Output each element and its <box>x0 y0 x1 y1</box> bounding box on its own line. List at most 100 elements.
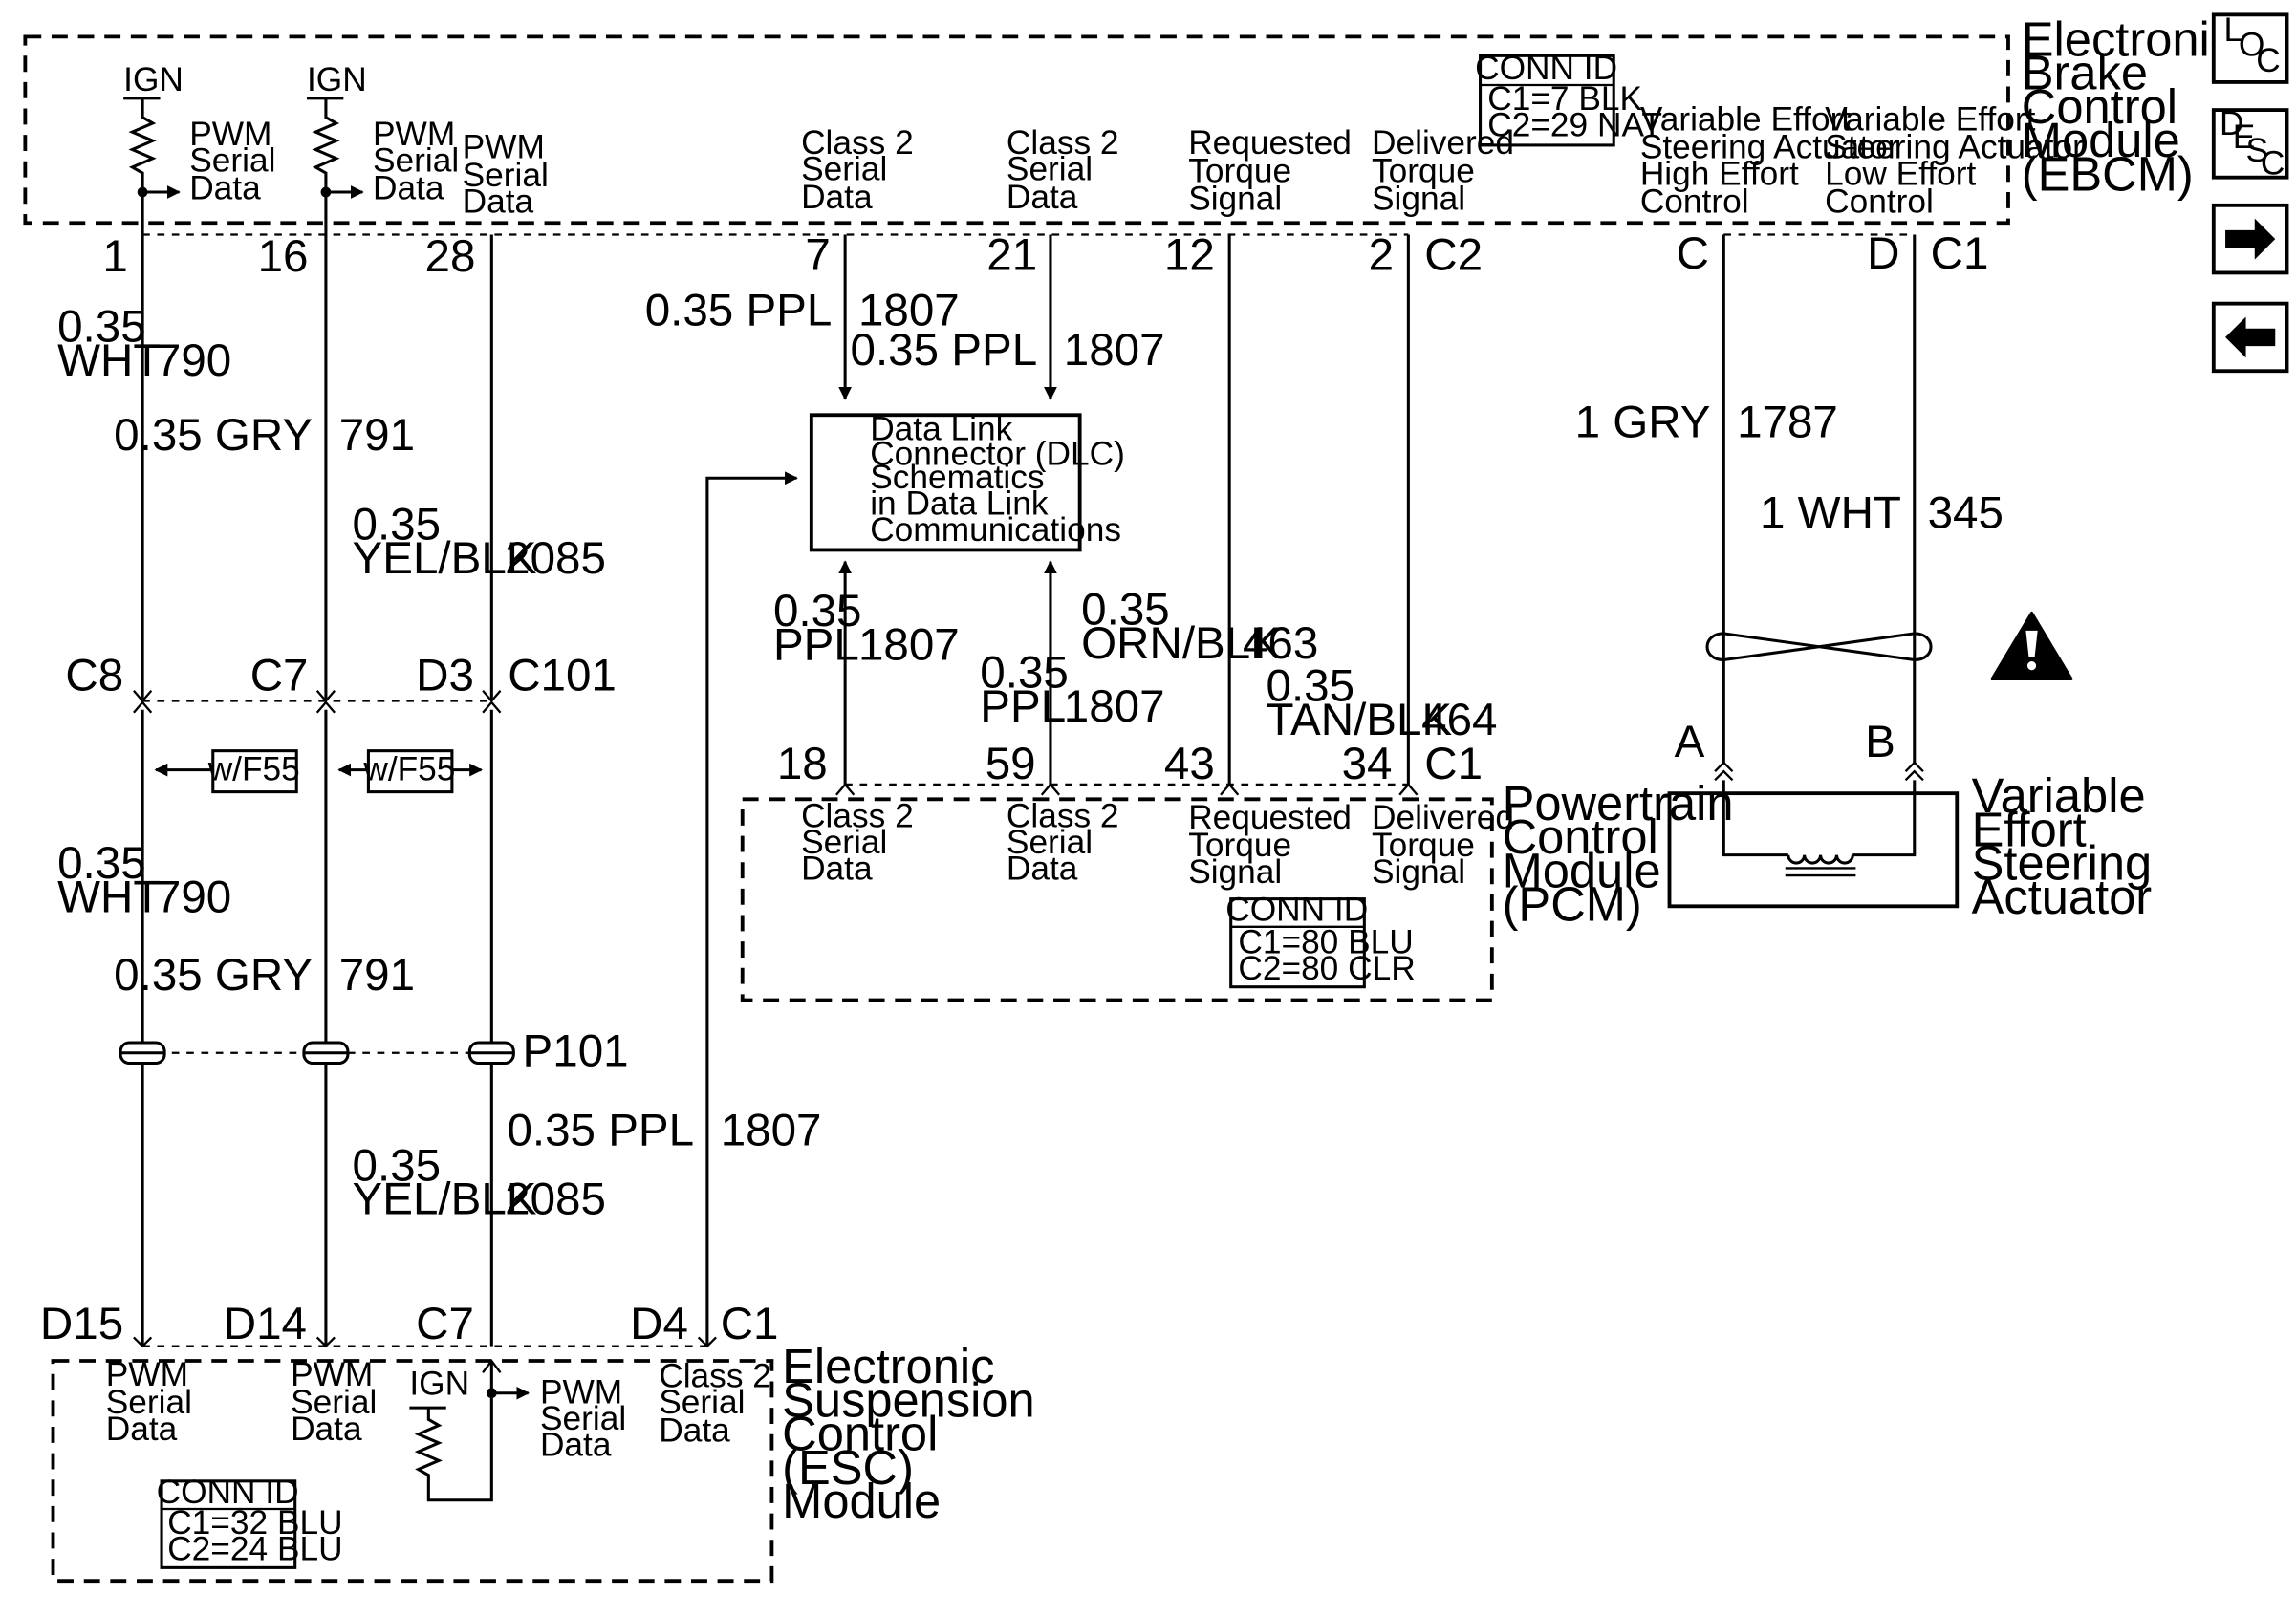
pin-number: D <box>1867 228 1899 279</box>
esc-title-line: Control <box>782 1407 938 1461</box>
pin-number: 28 <box>425 231 476 282</box>
wire-1787: 1 GRY 1787 <box>1575 234 1838 763</box>
actuator-title-line: Actuator <box>1972 870 2153 924</box>
conn-id-line: C2=80 CLR <box>1238 950 1415 987</box>
next-button[interactable] <box>2211 203 2289 275</box>
ebcm-title-line: Brake <box>2022 46 2148 100</box>
pin-label: Data <box>106 1411 178 1448</box>
desc-button[interactable]: D E S C <box>2211 105 2289 183</box>
wire-circuit: 1807 <box>858 286 960 336</box>
ebcm-conn-id: CONN ID C1=7 BLK C2=29 NAT <box>1475 50 1662 147</box>
wire-circuit: 1807 <box>1064 681 1165 732</box>
wire-label: 0.35 GRY <box>114 410 313 461</box>
wire-463: 0.35 ORN/BLK 463 <box>1081 234 1318 785</box>
wire-size: 0.35 <box>1267 660 1355 711</box>
wire-1807-esc: 0.35 PPL 1807 <box>507 471 821 1347</box>
pin-number: 12 <box>1164 229 1215 280</box>
wire-label: 1 GRY <box>1575 397 1711 447</box>
conn-id-line: C2=29 NAT <box>1487 107 1662 144</box>
wire-color: PPL <box>980 681 1066 732</box>
pin-number: D4 <box>630 1299 688 1349</box>
pin-label: High Effort <box>1640 155 1799 192</box>
pin-number: 18 <box>777 739 828 789</box>
conn-id-line: C1=80 BLU <box>1238 923 1413 960</box>
pin-number: D14 <box>224 1299 307 1349</box>
pin-label: Serial <box>373 142 459 180</box>
pcm-title-line: (PCM) <box>1503 877 1642 932</box>
pin-label: Data <box>801 851 873 888</box>
pin-label: PWM <box>189 116 271 153</box>
loc-button[interactable]: L O C <box>2211 11 2289 84</box>
wire-color: PPL <box>773 620 859 671</box>
conn-id-header: CONN ID <box>157 1474 299 1511</box>
pin-label: Requested <box>1188 799 1352 836</box>
wire-2085: 0.35 YEL/BLK 2085 0.35 YEL/BLK 2085 <box>353 234 606 1347</box>
esc-title-line: Electronic <box>782 1339 994 1393</box>
connector-pin: D3 <box>416 651 474 701</box>
pin-label: Delivered <box>1372 799 1514 836</box>
wire-circuit: 2085 <box>505 1174 606 1225</box>
dlc-box: Data Link Connector (DLC) Schematics in … <box>809 410 1125 552</box>
pin-label: Serial <box>801 824 887 861</box>
pin-number: B <box>1865 717 1895 767</box>
connector-id: C101 <box>508 651 617 701</box>
wire-size: 0.35 <box>57 302 146 353</box>
esc-ign-circuit: IGN <box>409 1359 531 1502</box>
option-tag-2: w/F55 <box>337 749 483 794</box>
arrow-left-icon <box>2225 316 2276 358</box>
pin-label: Torque <box>1372 827 1475 864</box>
pin-label: Signal <box>1372 180 1465 217</box>
desc-letter: S <box>2246 132 2269 169</box>
pcm-conn-id: CONN ID C1=80 BLU C2=80 CLR <box>1225 892 1416 989</box>
pin-label: Signal <box>1188 180 1282 217</box>
ebcm-pin-28-label: PWM Serial Data <box>463 129 549 221</box>
connector-pin: C7 <box>250 651 309 701</box>
pin-label: Data <box>659 1411 730 1449</box>
pcm-box <box>740 797 1494 1002</box>
wire-circuit: 791 <box>339 410 415 461</box>
ebcm-title-line: Electronic <box>2022 11 2234 66</box>
esc-title-line: (ESC) <box>782 1440 914 1495</box>
dlc-line: Schematics <box>870 459 1044 496</box>
conn-id-header: CONN ID <box>1225 892 1368 929</box>
wire-size: 0.35 <box>773 586 862 636</box>
pin-label: Delivered <box>1372 124 1514 162</box>
wire-1807-to-dlc-1: 0.35 PPL 1807 <box>645 234 960 400</box>
wire-label: 1 WHT <box>1760 487 1901 538</box>
option-tag-text: w/F55 <box>362 750 455 787</box>
wire-791: 0.35 GRY 791 0.35 GRY 791 <box>114 234 415 1347</box>
esc-box <box>51 1359 774 1584</box>
connector-id: P101 <box>523 1026 629 1077</box>
wire-circuit: 463 <box>1243 618 1318 669</box>
wire-1807-from-pcm-2: 0.35 PPL 1807 <box>980 560 1165 785</box>
ebcm-title-line: Module <box>2022 113 2180 167</box>
previous-button[interactable] <box>2211 301 2289 374</box>
conn-id-line: C2=24 BLU <box>167 1531 342 1568</box>
wire-color: YEL/BLK <box>353 533 537 584</box>
ebcm-connector: 1 16 28 7 21 12 2 C2 C D C1 <box>102 228 1988 282</box>
pin-label: Torque <box>1188 152 1291 189</box>
ebcm-pin-2-label: Delivered Torque Signal <box>1372 124 1514 217</box>
pin-label: Serial <box>463 157 549 194</box>
c101-connector: C8 C7 D3 C101 <box>65 651 617 714</box>
ign-label: IGN <box>409 1365 469 1402</box>
pin-label: Serial <box>106 1384 192 1421</box>
connector-id: C2 <box>1424 229 1483 280</box>
pin-label: Class 2 <box>1007 124 1119 162</box>
wire-790: 0.35 WHT 790 0.35 WHT 790 <box>57 234 231 1347</box>
pin-label: Variable Effort <box>1825 101 2035 139</box>
pin-label: Serial <box>801 151 887 188</box>
option-tag-1: w/F55 <box>154 749 300 794</box>
esc-title-line: Suspension <box>782 1372 1035 1427</box>
esc-module: D15 D14 C7 D4 C1 PWM Serial Data PWM Ser… <box>40 1299 1035 1584</box>
pin-number: C7 <box>416 1299 474 1349</box>
pcm-title-line: Module <box>1503 843 1661 897</box>
pin-label: Serial <box>291 1384 377 1421</box>
pin-label: Variable Effort <box>1640 101 1851 139</box>
wire-size: 0.35 <box>1081 585 1170 636</box>
caution-icon <box>1990 611 2073 680</box>
wire-circuit: 790 <box>156 335 231 386</box>
ebcm-box <box>23 34 2010 226</box>
pin-label: PWM <box>463 129 545 166</box>
